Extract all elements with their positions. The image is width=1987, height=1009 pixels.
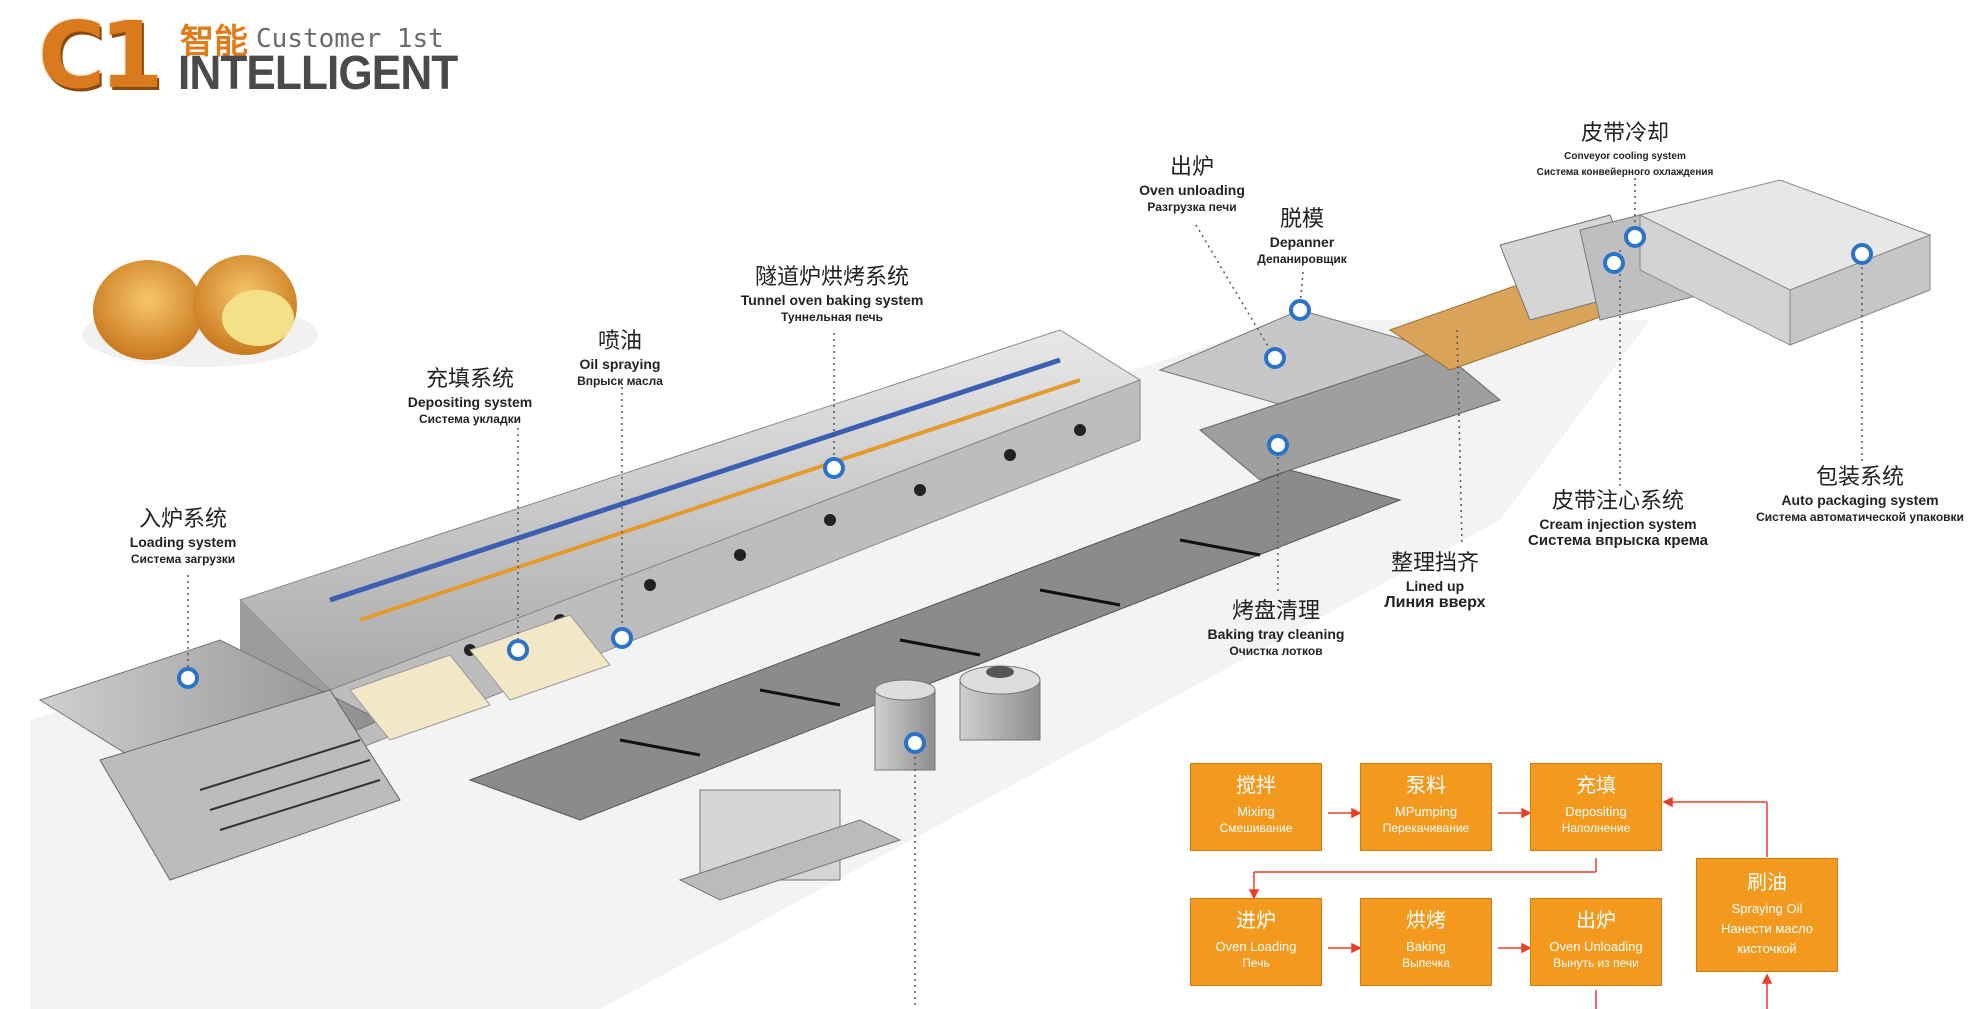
label-ru: Система укладки (419, 412, 521, 426)
flow-cn: 泵料 (1406, 773, 1446, 797)
label-depanner: 脱模 Depanner Депанировщик (1257, 206, 1346, 267)
label-cn: 皮带注心系统 (1551, 489, 1684, 514)
label-tray-cleaning: 烤盘清理 Baking tray cleaning Очистка лотков (1208, 598, 1345, 659)
cake-photo (82, 255, 318, 367)
label-cn: 充填系统 (425, 367, 515, 392)
flow-cn: 进炉 (1236, 908, 1276, 932)
label-en: Loading system (129, 534, 237, 550)
flow-cn: 充填 (1576, 773, 1616, 797)
label-ru: Система конвейерного охлаждения (1536, 167, 1714, 178)
label-ru: Туннельная печь (781, 310, 883, 324)
flow-cn: 烘烤 (1406, 908, 1446, 932)
label-cn: 脱模 (1279, 207, 1324, 232)
flow-box-baking: 烘烤 Baking Выпечка (1360, 898, 1492, 986)
label-cn: 皮带冷却 (1580, 121, 1669, 146)
label-en: Auto packaging system (1781, 492, 1939, 508)
flow-en: Baking (1406, 939, 1446, 954)
flow-ru: Перекачивание (1382, 821, 1470, 835)
label-ru: Впрыск масла (577, 374, 663, 388)
label-cn: 入炉系统 (138, 507, 227, 532)
flow-en: Depositing (1565, 804, 1627, 819)
label-ru: Система автоматической упаковки (1756, 510, 1964, 524)
logo-wordmark: INTELLIGENT (178, 47, 458, 100)
flow-box-pumping: 泵料 MPumping Перекачивание (1360, 763, 1492, 851)
label-en: Oven unloading (1139, 182, 1245, 198)
label-ru: Очистка лотков (1229, 644, 1323, 658)
flow-cn: 刷油 (1747, 870, 1787, 894)
flow-en: Spraying Oil (1731, 901, 1803, 916)
label-cn: 喷油 (597, 329, 642, 354)
mixer-tanks (678, 665, 1041, 901)
logo-mark: C1 (38, 2, 164, 109)
label-en: Baking tray cleaning (1207, 626, 1345, 642)
flow-en: MPumping (1394, 804, 1458, 819)
label-cn: 整理挡齐 (1390, 551, 1480, 576)
location-markers (177, 226, 1873, 754)
label-ru: Линия вверх (1384, 594, 1486, 611)
label-cn: 出炉 (1169, 155, 1214, 180)
label-cream-injection: 皮带注心系统 Cream injection system Система вп… (1528, 488, 1708, 549)
label-cn: 包装系统 (1815, 465, 1904, 490)
flow-box-oven-loading: 进炉 Oven Loading Печь (1190, 898, 1322, 986)
label-ru: Система загрузки (130, 552, 236, 566)
label-en: Lined up (1405, 578, 1465, 594)
logo-tagline: Customer 1st (256, 24, 444, 54)
flow-ru: Вынуть из печи (1553, 956, 1639, 970)
flow-box-mixing: 搅拌 Mixing Смешивание (1190, 763, 1322, 851)
flow-ru: Выпечка (1402, 956, 1450, 970)
flow-box-spraying-oil: 刷油 Spraying Oil Нанести масло кисточкой (1696, 858, 1838, 972)
flow-box-oven-unloading: 出炉 Oven Unloading Вынуть из печи (1530, 898, 1662, 986)
flow-box-depositing: 充填 Depositing Наполнение (1530, 763, 1662, 851)
label-cn: 烤盘清理 (1231, 599, 1320, 624)
label-cn: 隧道炉烘烤系统 (754, 265, 909, 290)
label-en: Oil spraying (579, 356, 661, 372)
flow-en: Oven Loading (1215, 939, 1297, 954)
label-oil-spraying: 喷油 Oil spraying Впрыск масла (577, 328, 663, 389)
flow-cn: 出炉 (1576, 908, 1616, 932)
label-depositing-system: 充填系统 Depositing system Система укладки (408, 366, 532, 427)
label-ru: Система впрыска крема (1528, 532, 1708, 549)
flow-en: Oven Unloading (1549, 939, 1643, 954)
label-en: Cream injection system (1539, 516, 1697, 532)
label-tunnel-oven: 隧道炉烘烤系统 Tunnel oven baking system Туннел… (741, 264, 924, 325)
label-auto-packaging: 包装系统 Auto packaging system Система автом… (1756, 464, 1964, 525)
label-ru: Депанировщик (1257, 252, 1347, 266)
flow-ru: Печь (1242, 956, 1270, 970)
flow-ru: Смешивание (1219, 821, 1293, 835)
flow-ru: Наполнение (1561, 821, 1631, 835)
flow-ru: Нанести масло (1721, 921, 1813, 936)
label-en: Conveyor cooling system (1564, 151, 1686, 162)
label-en: Depanner (1269, 234, 1335, 250)
label-lined-up: 整理挡齐 Lined up Линия вверх (1384, 550, 1485, 611)
label-conveyor-cooling: 皮带冷却 Conveyor cooling system Система кон… (1537, 120, 1714, 181)
label-ru: Разгрузка печи (1147, 200, 1237, 214)
label-en: Tunnel oven baking system (740, 292, 924, 308)
label-en: Depositing system (407, 394, 533, 410)
label-loading-system: 入炉系统 Loading system Система загрузки (130, 506, 237, 567)
label-oven-unloading: 出炉 Oven unloading Разгрузка печи (1139, 154, 1245, 215)
flow-cn: 搅拌 (1236, 773, 1276, 797)
flow-arrows (1248, 796, 1773, 1009)
logo-cn: 智能 (180, 22, 248, 62)
flow-ru: кисточкой (1737, 941, 1797, 956)
flow-en: Mixing (1237, 804, 1275, 819)
